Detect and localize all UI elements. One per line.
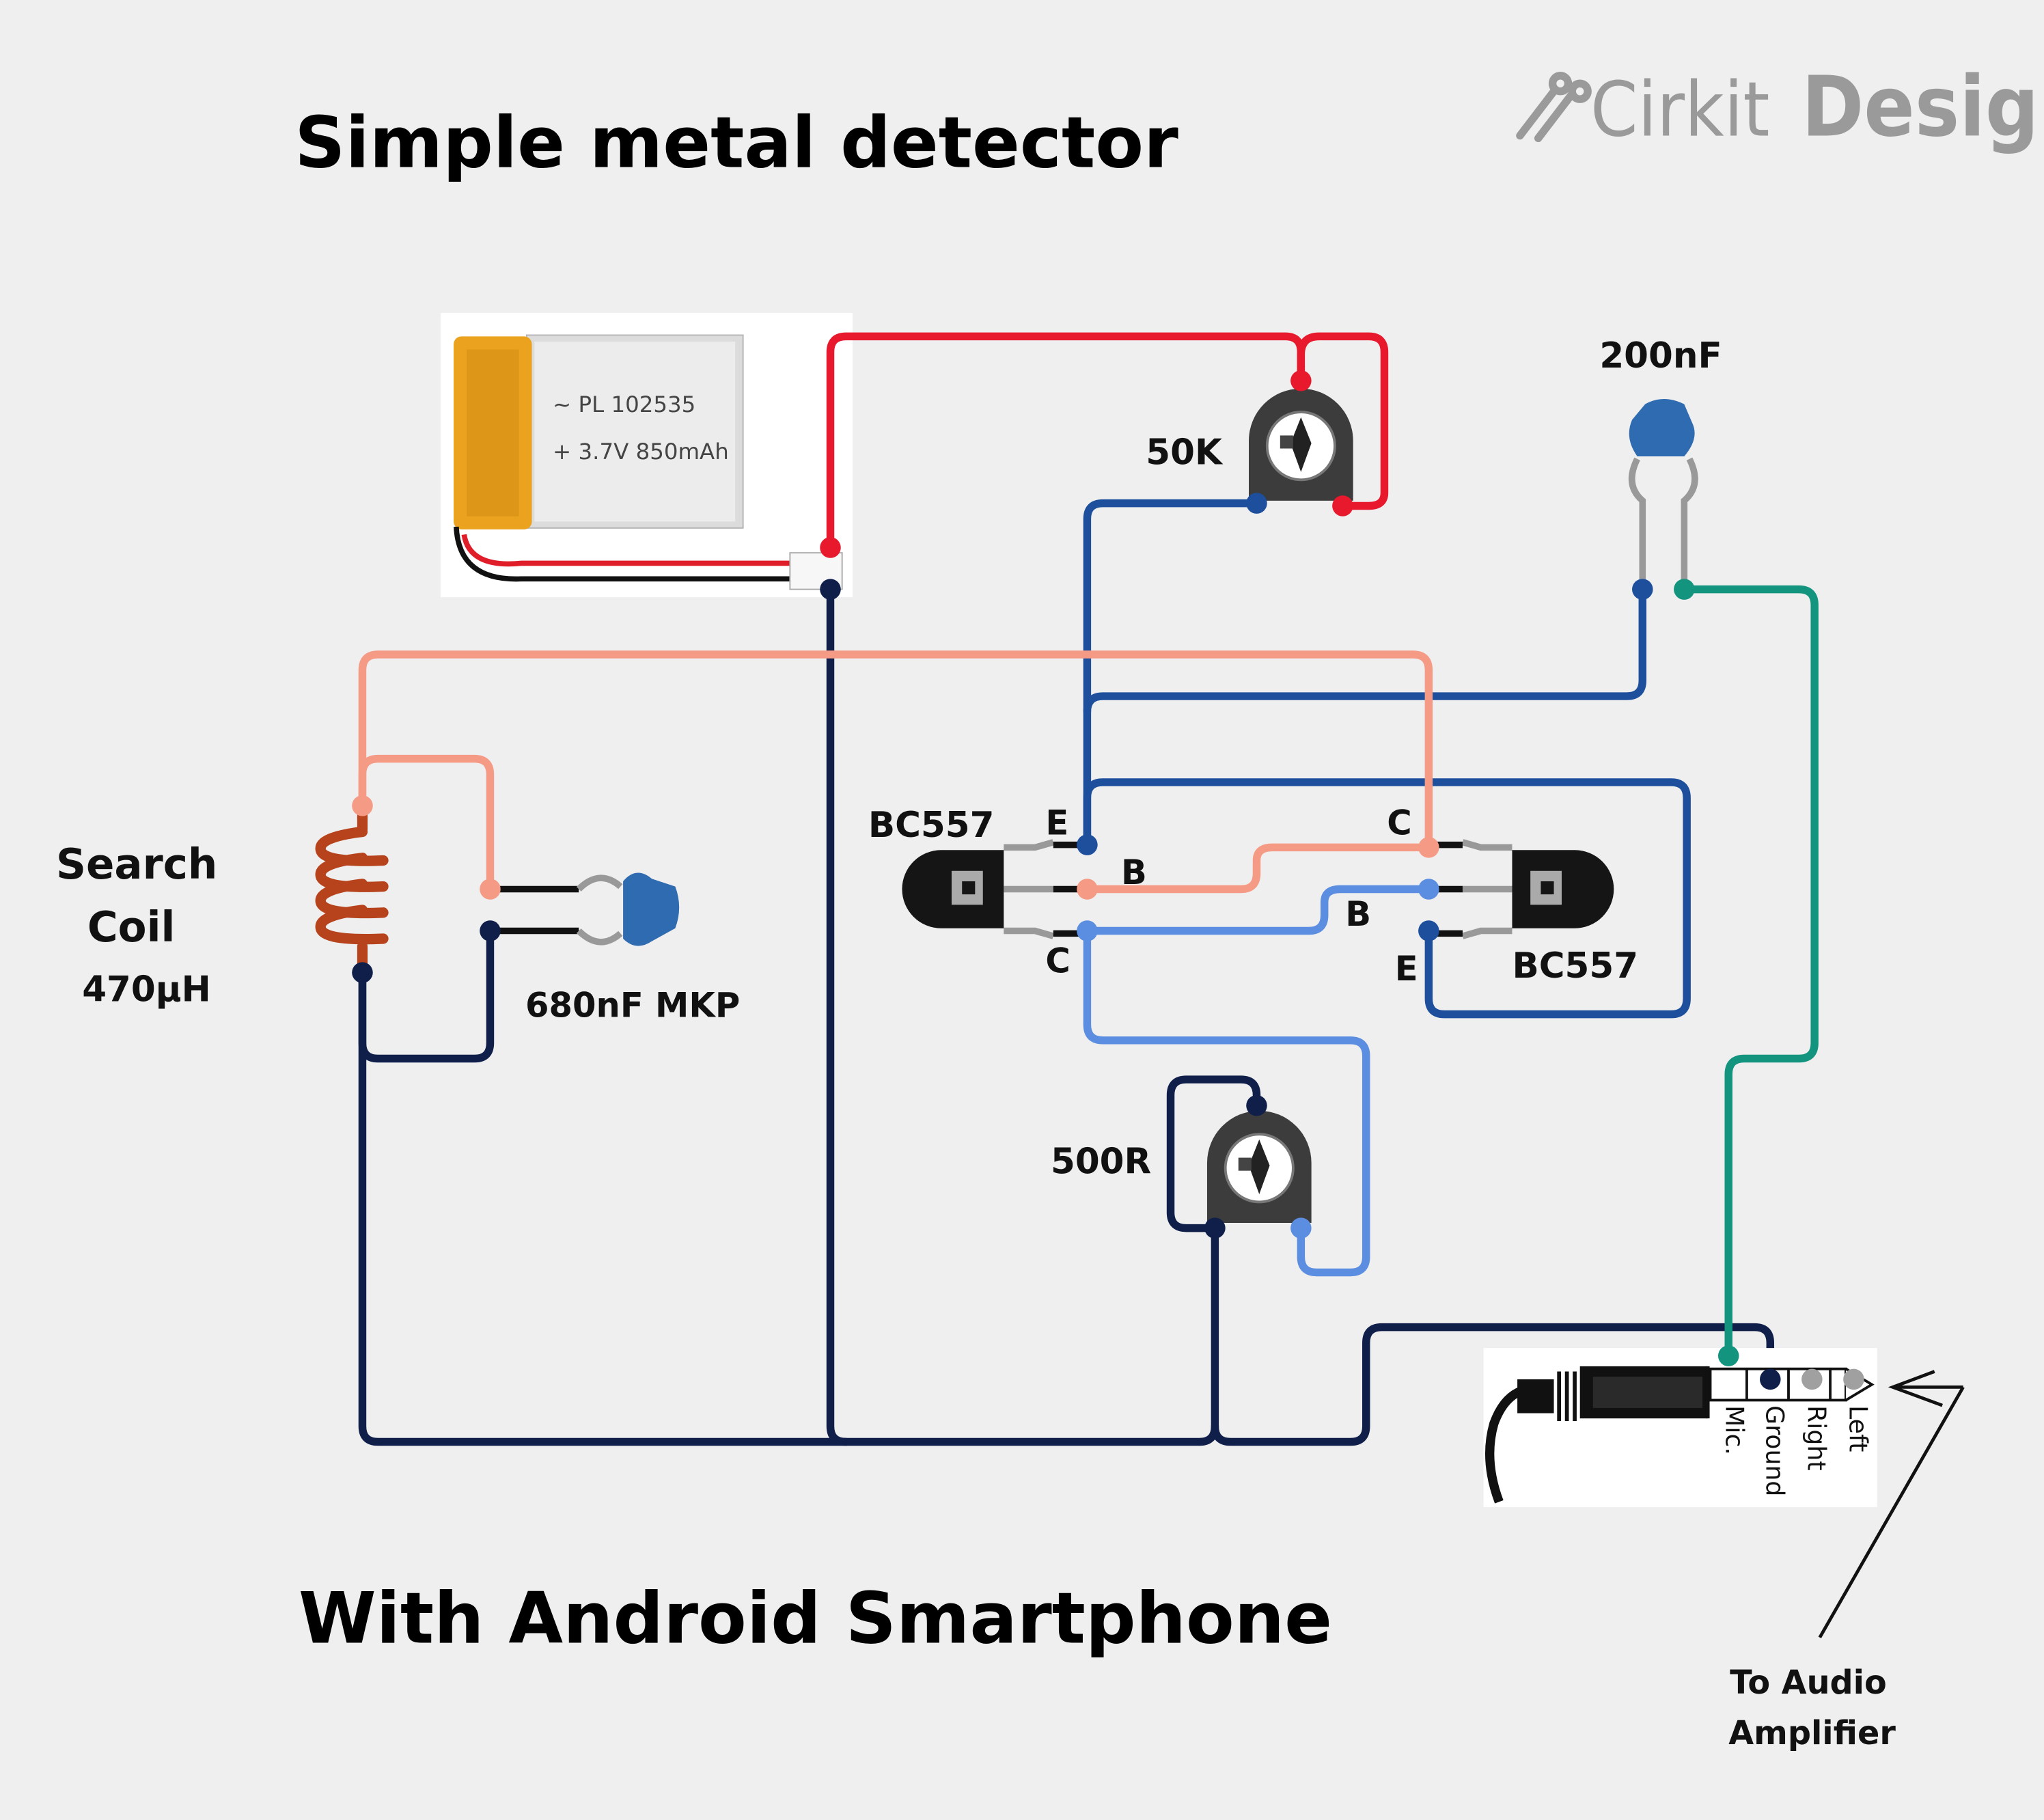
label-coil-name-2: Coil (87, 903, 176, 952)
label-q1: BC557 (868, 805, 995, 846)
battery-label-line1: ~ PL 102535 (553, 391, 695, 417)
wire-q1c-to-500r (1083, 926, 1370, 1277)
audio-jack: Mic. Ground Right Left (1483, 1348, 1877, 1507)
capacitor-200nf (1628, 399, 1698, 590)
label-q2-c: C (1387, 803, 1411, 842)
jack-label-right: Right (1802, 1405, 1832, 1470)
transistor-q1 (902, 839, 1088, 939)
cirkit-logo: Cirkit Design (1516, 59, 2044, 156)
jack-ribs (1557, 1371, 1577, 1421)
wire-q1e-to-q2e (1083, 778, 1691, 1019)
junctions (352, 370, 1781, 1390)
wire-q1c-q2b-500r (1083, 885, 1433, 935)
jack-label-mic: Mic. (1720, 1405, 1749, 1455)
wires (358, 332, 1819, 1446)
wire-200nf-to-q1e (1083, 585, 1647, 716)
wire-coil-top-loop (358, 650, 1433, 852)
potentiometer-50k (1249, 388, 1353, 501)
label-coil-value: 470µH (82, 969, 211, 1010)
wire-q1b-to-q2c (1083, 843, 1433, 894)
label-500r: 500R (1051, 1141, 1151, 1182)
diagram-title: Simple metal detector (294, 102, 1178, 184)
label-q2-e: E (1395, 949, 1418, 989)
label-amp-1: To Audio (1730, 1664, 1887, 1702)
label-amp-2: Amplifier (1728, 1715, 1896, 1752)
label-50k: 50K (1146, 432, 1224, 473)
battery-label-line2: + 3.7V 850mAh (553, 439, 729, 465)
wire-ground-coil (358, 968, 851, 1446)
wire-coil-to-cap (358, 754, 495, 894)
wire-pot-top-link (1297, 332, 1389, 510)
label-q1-b: B (1121, 853, 1147, 892)
potentiometer-500r (1206, 1110, 1312, 1223)
wire-200nf-to-mic (1680, 585, 1819, 1360)
search-coil (315, 800, 389, 978)
wire-500r-loop (1166, 1075, 1261, 1232)
label-coil-name-1: Search (56, 840, 217, 889)
diagram-subtitle: With Android Smartphone (299, 1577, 1332, 1659)
cirkit-logo-icon (1516, 72, 1592, 143)
wire-50k-to-q1e (1083, 499, 1261, 849)
label-200nf: 200nF (1599, 335, 1722, 376)
wire-vplus (826, 332, 1306, 552)
cirkit-logo-suffix: Design (1801, 59, 2044, 156)
wire-ground-jack (1211, 1323, 1775, 1446)
cirkit-logo-prefix: Cirkit (1590, 66, 1769, 154)
label-q1-c: C (1045, 941, 1070, 981)
capacitor-680nf (490, 872, 680, 946)
lipo-battery: ~ PL 102535 + 3.7V 850mAh (440, 313, 853, 598)
wire-ground-main (826, 585, 1219, 1446)
transistor-q2 (1428, 839, 1614, 939)
label-680nf: 680nF MKP (525, 985, 740, 1025)
wire-coil-cap-bottom (358, 926, 495, 1063)
jack-label-left: Left (1844, 1405, 1873, 1452)
label-q2-b: B (1345, 894, 1371, 934)
amplifier-arrow (1818, 1370, 1965, 1638)
jack-label-ground: Ground (1760, 1405, 1790, 1496)
label-q2: BC557 (1512, 946, 1638, 987)
label-q1-e: E (1045, 803, 1068, 842)
